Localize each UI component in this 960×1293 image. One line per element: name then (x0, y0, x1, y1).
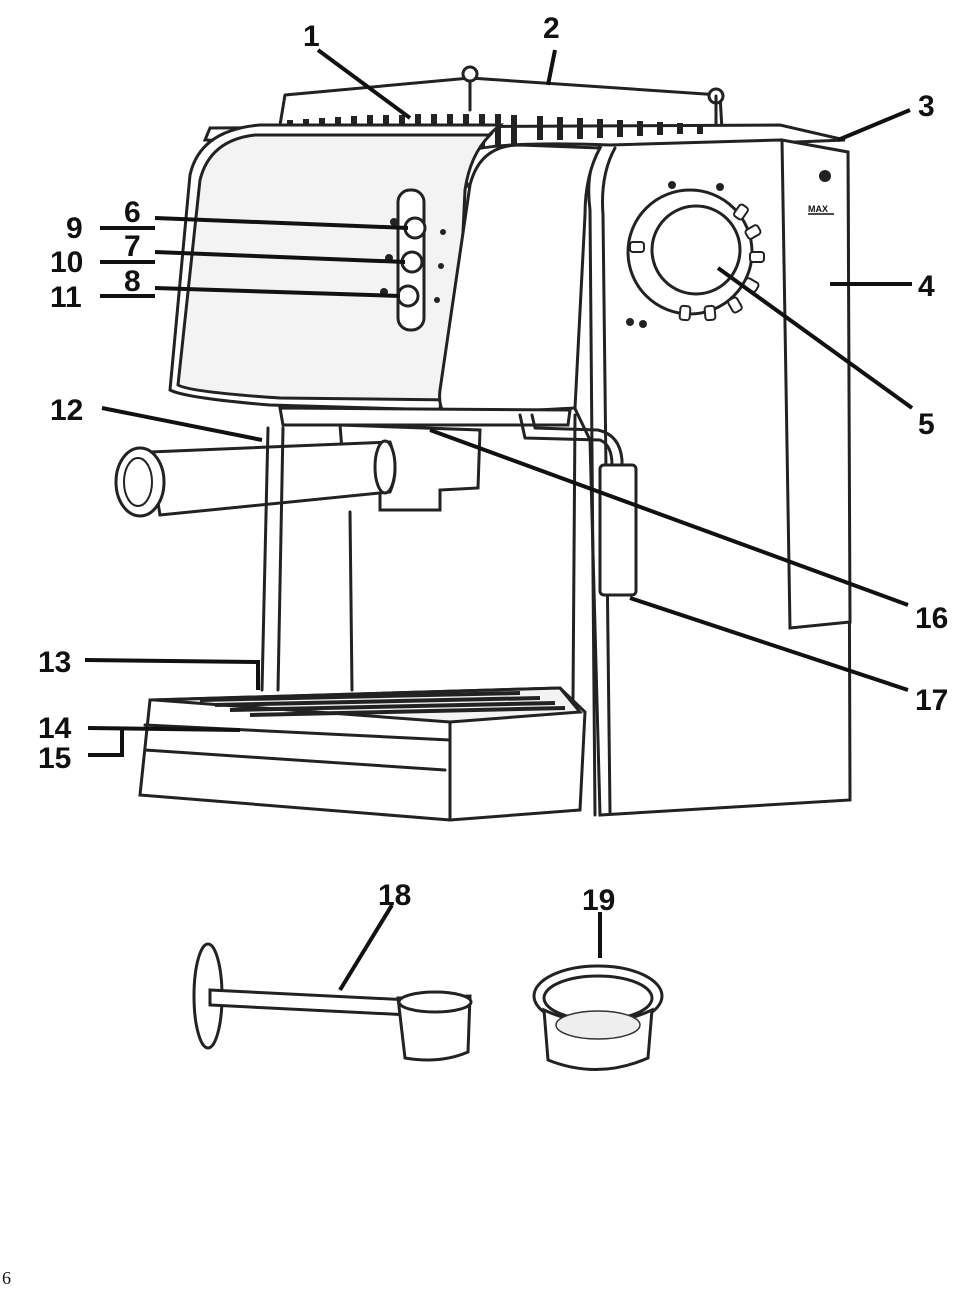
callout-6: 6 (124, 196, 141, 229)
callout-17: 17 (915, 684, 948, 717)
callout-8: 8 (124, 265, 141, 298)
callout-19: 19 (582, 884, 615, 917)
tamper-spoon (192, 942, 473, 1062)
leader-lines (84, 48, 914, 992)
callout-10: 10 (50, 246, 83, 279)
callout-14: 14 (38, 712, 72, 745)
cup-rail (278, 65, 725, 132)
brew-group (114, 406, 572, 518)
portafilter-handle (148, 440, 397, 517)
callout-7: 7 (124, 230, 141, 263)
filter-basket (532, 964, 664, 1072)
callout-9: 9 (66, 212, 83, 245)
support-columns (260, 413, 577, 702)
page-number: 6 (2, 1268, 11, 1288)
drip-tray (138, 686, 587, 822)
callout-12: 12 (50, 394, 83, 427)
callout-13: 13 (38, 646, 71, 679)
callout-3: 3 (918, 90, 935, 123)
callout-1: 1 (303, 20, 320, 53)
espresso-machine-illustration: MAX (114, 65, 852, 822)
callout-18: 18 (378, 879, 411, 912)
callout-5: 5 (918, 408, 935, 441)
callout-4: 4 (918, 270, 935, 303)
callout-15: 15 (38, 742, 71, 775)
callout-labels: 1 2 3 4 5 6 7 8 9 10 11 12 13 14 15 16 1… (38, 12, 948, 917)
max-mark: MAX (808, 204, 828, 214)
water-tank (780, 138, 852, 630)
callout-11: 11 (50, 281, 82, 314)
front-housing (168, 123, 603, 417)
callout-2: 2 (543, 12, 560, 45)
callout-16: 16 (915, 602, 948, 635)
control-dial (626, 181, 765, 328)
